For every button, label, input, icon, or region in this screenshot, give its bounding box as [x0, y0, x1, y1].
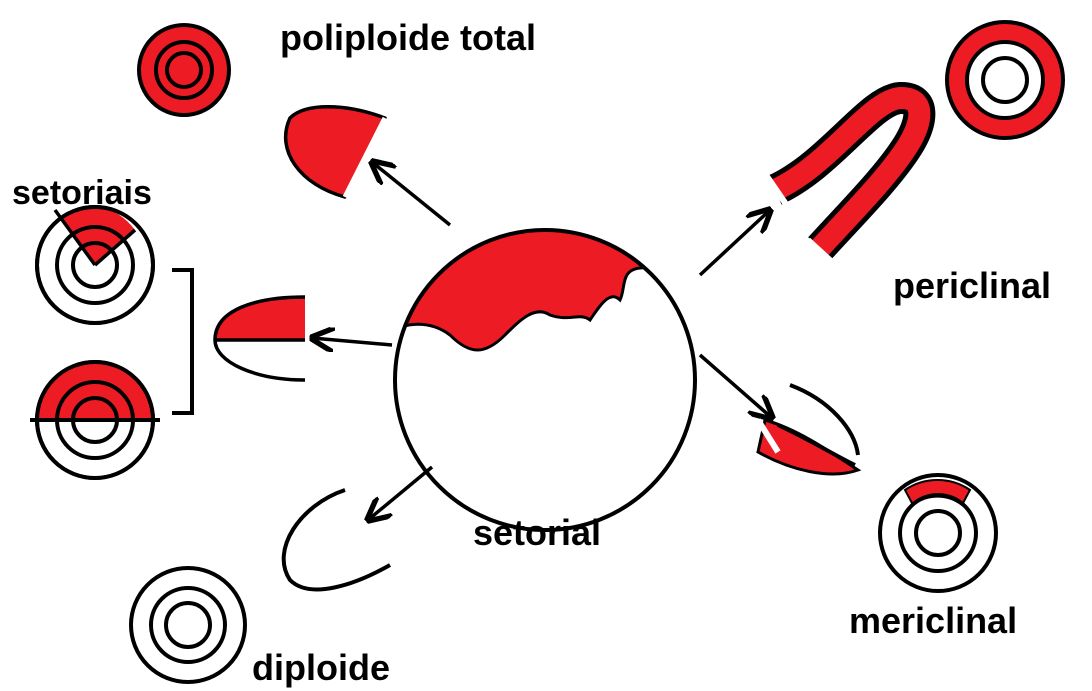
- periclinal-apex-shape: [766, 98, 919, 262]
- label-periclinal: periclinal: [893, 268, 1051, 304]
- arrow-to-setoriais: [312, 338, 392, 345]
- setoriais-bracket: [172, 270, 192, 413]
- arrow-to-mericlinal: [700, 355, 772, 418]
- label-mericlinal: mericlinal: [849, 603, 1017, 639]
- mericlinal-circles: [880, 475, 996, 591]
- periclinal-circles: [947, 22, 1063, 138]
- poliploide-total-circles: [139, 25, 229, 115]
- central-sectorial-apex: [380, 180, 720, 530]
- setoriais-wedge-circles: [37, 207, 153, 323]
- setoriais-half-circles: [30, 362, 160, 478]
- poliploide-apex-shape: [286, 107, 385, 197]
- setoriais-apex-shape: [215, 297, 305, 380]
- mericlinal-apex-shape: [758, 385, 858, 474]
- arrow-to-poliploide: [372, 162, 450, 225]
- label-poliploide-total: poliploide total: [280, 20, 536, 56]
- arrow-to-periclinal: [700, 210, 770, 275]
- label-setoriais: setoriais: [12, 176, 152, 210]
- diploide-apex-shape: [284, 490, 390, 589]
- arrow-to-diploide: [368, 467, 432, 520]
- label-setorial: setorial: [473, 515, 601, 551]
- label-diploide: diploide: [252, 650, 390, 686]
- diploide-circles: [131, 568, 245, 682]
